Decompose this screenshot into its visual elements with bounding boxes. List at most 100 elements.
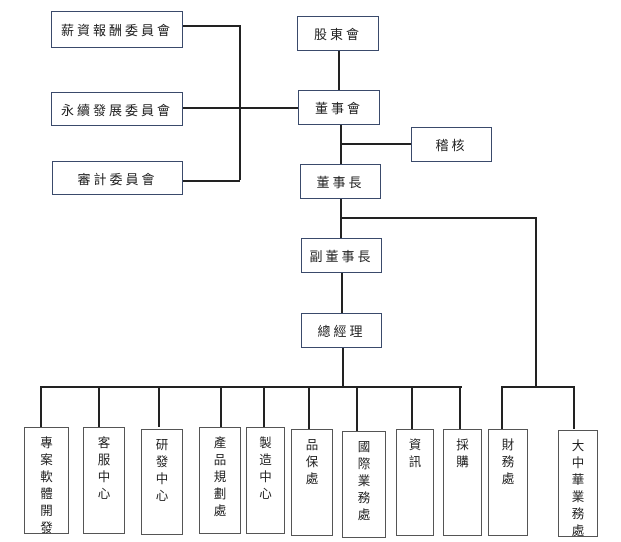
shareholders-label: 股東會	[313, 28, 362, 43]
board-label: 董事會	[314, 102, 363, 117]
connector-line	[501, 386, 573, 388]
label-character: 案	[40, 452, 53, 467]
connector-line	[182, 25, 240, 27]
label-character: 華	[571, 472, 585, 487]
department-box-customer-service: 客服中心	[83, 427, 125, 534]
connector-line	[338, 50, 340, 91]
department-label: 專案軟體開發	[40, 434, 53, 536]
department-label: 產品規劃處	[214, 434, 227, 519]
sustainability-committee-label: 永續發展委員會	[60, 103, 173, 119]
label-character: 發	[155, 454, 169, 469]
label-character: 中	[97, 469, 111, 484]
label-character: 規	[213, 469, 227, 484]
connector-line	[340, 143, 412, 145]
label-character: 製	[259, 435, 272, 450]
label-character: 訊	[408, 454, 422, 469]
label-character: 大	[571, 438, 585, 453]
label-character: 購	[456, 454, 469, 469]
label-character: 處	[213, 503, 227, 518]
label-character: 財	[501, 437, 515, 452]
label-character: 處	[305, 471, 319, 486]
department-box-project-software: 專案軟體開發	[24, 427, 69, 536]
chairman-box: 董事長	[300, 164, 381, 199]
label-character: 中	[259, 469, 272, 484]
department-box-product-planning: 產品規劃處	[199, 427, 241, 534]
label-character: 資	[408, 437, 422, 452]
department-label: 大中華業務處	[572, 437, 585, 539]
department-label: 製造中心	[259, 434, 272, 502]
label-character: 心	[97, 486, 111, 501]
label-character: 造	[259, 452, 272, 467]
label-character: 客	[97, 435, 111, 450]
label-character: 心	[259, 486, 272, 501]
label-character: 體	[40, 486, 53, 501]
label-character: 處	[501, 471, 515, 486]
connector-line	[356, 386, 358, 431]
label-character: 中	[571, 455, 585, 470]
connector-line	[182, 180, 240, 182]
department-box-it: 資訊	[396, 429, 434, 536]
shareholders-box: 股東會	[297, 16, 379, 51]
connector-line	[342, 346, 344, 387]
label-character: 專	[40, 435, 53, 450]
label-character: 研	[155, 437, 169, 452]
remuneration-committee-box: 薪資報酬委員會	[51, 11, 183, 48]
label-character: 品	[305, 437, 319, 452]
remuneration-committee-label: 薪資報酬委員會	[60, 24, 173, 39]
department-label: 品保處	[306, 436, 319, 487]
connector-line	[263, 386, 265, 427]
internal-audit-label: 稽核	[435, 139, 468, 154]
label-character: 服	[97, 452, 111, 467]
department-label: 客服中心	[98, 434, 111, 502]
department-box-international-sales: 國際業務處	[342, 431, 386, 538]
connector-line	[535, 217, 537, 387]
label-character: 務	[501, 454, 515, 469]
connector-line	[220, 386, 222, 427]
label-character: 品	[213, 452, 227, 467]
connector-line	[158, 386, 160, 427]
vice-chairman-box: 副董事長	[301, 238, 382, 273]
label-character: 產	[213, 435, 227, 450]
connector-line	[573, 386, 575, 429]
label-character: 軟	[40, 469, 53, 484]
audit-committee-box: 審計委員會	[52, 161, 183, 195]
label-character: 採	[456, 437, 469, 452]
connector-line	[308, 386, 310, 429]
department-box-quality-assurance: 品保處	[291, 429, 333, 536]
department-box-greater-china-sales: 大中華業務處	[558, 430, 598, 539]
label-character: 心	[155, 488, 169, 503]
label-character: 保	[305, 454, 319, 469]
department-label: 資訊	[409, 436, 422, 470]
label-character: 開	[40, 503, 53, 518]
vice-chairman-label: 副董事長	[309, 250, 374, 265]
board-box: 董事會	[298, 90, 380, 125]
label-character: 劃	[213, 486, 227, 501]
connector-line	[340, 217, 536, 219]
connector-line	[40, 386, 42, 427]
department-label: 財務處	[502, 436, 515, 487]
connector-line	[501, 386, 503, 429]
connector-line	[98, 386, 100, 427]
chairman-label: 董事長	[316, 176, 365, 191]
connector-line	[40, 386, 462, 388]
connector-line	[341, 271, 343, 313]
label-character: 業	[571, 489, 585, 504]
connector-line	[411, 386, 413, 429]
sustainability-committee-box: 永續發展委員會	[51, 92, 183, 126]
general-manager-box: 總經理	[301, 313, 382, 348]
label-character: 發	[40, 520, 53, 535]
internal-audit-box: 稽核	[411, 127, 492, 162]
department-box-rd: 研發中心	[141, 429, 183, 535]
general-manager-label: 總經理	[317, 325, 366, 340]
connector-line	[182, 107, 299, 109]
label-character: 務	[571, 506, 585, 521]
label-character: 務	[357, 490, 371, 505]
label-character: 處	[357, 507, 371, 522]
connector-line	[239, 25, 241, 180]
label-character: 處	[571, 523, 585, 538]
label-character: 國	[357, 439, 371, 454]
department-label: 國際業務處	[358, 438, 371, 523]
department-box-finance: 財務處	[488, 429, 528, 536]
department-label: 採購	[456, 436, 469, 470]
